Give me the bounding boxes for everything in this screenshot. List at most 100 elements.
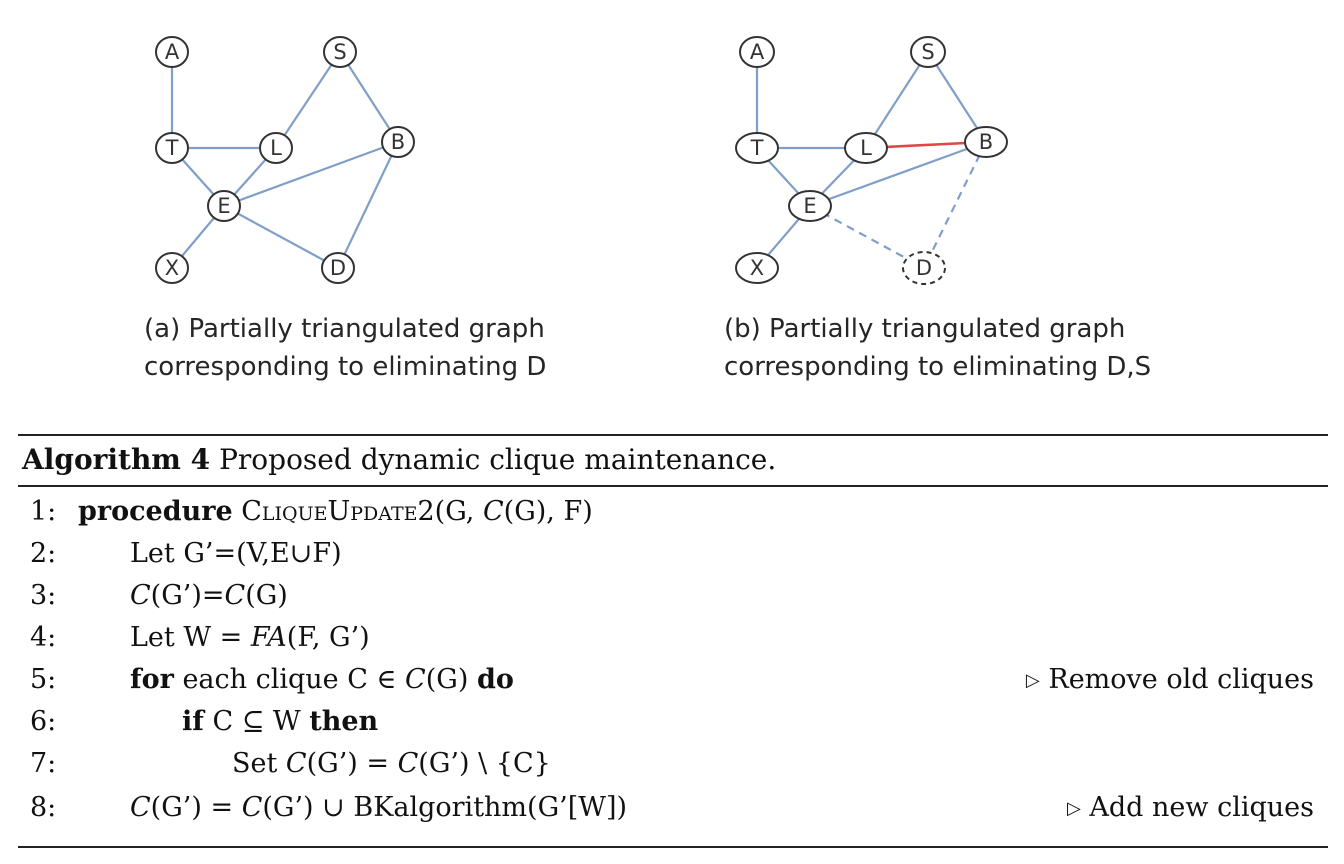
comment-text: Add new cliques — [1089, 792, 1314, 823]
caption-a-line1: (a) Partially triangulated graph — [144, 314, 545, 344]
algorithm-title-text: Proposed dynamic clique maintenance. — [219, 443, 777, 476]
node-b-s-label: S — [921, 40, 934, 64]
procedure-args: (G, — [434, 496, 483, 527]
clique-set-symbol: C — [241, 792, 263, 823]
clique-set-symbol: C — [285, 748, 307, 779]
node-b-d-label: D — [916, 256, 932, 280]
procedure-args-end: (G), F) — [503, 496, 593, 527]
node-a-label: A — [165, 40, 180, 64]
keyword-if: if — [182, 706, 204, 737]
clique-set-symbol: C — [482, 496, 504, 527]
graph-b-nodes: A S T L B E X — [735, 36, 1008, 285]
node-l: L — [259, 132, 293, 164]
edge-s-b — [339, 51, 399, 143]
node-b-l-label: L — [860, 136, 872, 160]
line-number: 4: — [30, 622, 57, 653]
clique-set-symbol: C — [130, 580, 151, 611]
algorithm-line-4: 4: Let W = FA(F, G’) — [18, 618, 1328, 658]
node-b-t-label: T — [750, 136, 764, 160]
clique-set-symbol: C — [130, 792, 151, 823]
keyword-for: for — [130, 664, 174, 695]
node-d-label: D — [330, 256, 346, 280]
algorithm-bottom-rule — [18, 846, 1328, 848]
keyword-procedure: procedure — [78, 496, 233, 527]
line-number: 3: — [30, 580, 57, 611]
algorithm-label: Algorithm 4 — [22, 443, 211, 476]
line-number: 8: — [30, 792, 57, 823]
node-b-b: B — [964, 126, 1008, 158]
procedure-name: CliqueUpdate2 — [241, 496, 435, 527]
expr-text: C ⊆ W — [203, 706, 310, 737]
line-number: 2: — [30, 538, 57, 569]
graph-a: A S T L B E X — [155, 36, 415, 284]
expr-text: (G’) \ {C} — [418, 748, 551, 779]
algorithm-line-5: 5: for each clique C ∈ C(G) do ▷ Remove … — [18, 660, 1328, 700]
line-number: 1: — [30, 496, 57, 527]
algorithm-line-3: 3: C(G’)=C(G) — [18, 576, 1328, 616]
comment-add-new-cliques: ▷ Add new cliques — [1067, 788, 1314, 829]
expr-text: (G’) = — [150, 792, 242, 823]
caption-b-line2: corresponding to eliminating D,S — [724, 352, 1152, 382]
keyword-then: then — [309, 706, 379, 737]
comment-remove-old-cliques: ▷ Remove old cliques — [1026, 660, 1314, 701]
node-a: A — [155, 36, 189, 68]
node-b-e: E — [788, 190, 832, 222]
caption-a-line2: corresponding to eliminating D — [144, 352, 547, 382]
caption-a: (a) Partially triangulated graph corresp… — [144, 310, 546, 386]
edge-b-d — [337, 141, 399, 269]
node-b-a: A — [739, 36, 775, 68]
node-b-s: S — [910, 36, 946, 68]
node-l-label: L — [270, 136, 282, 160]
expr-text: (G’)= — [150, 580, 225, 611]
caption-b-line1: (b) Partially triangulated graph — [724, 314, 1126, 344]
node-b-a-label: A — [750, 40, 765, 64]
node-b-x-label: X — [750, 256, 764, 280]
line-code: C(G’) = C(G’) ∪ BKalgorithm(G’[W]) — [130, 788, 627, 828]
algorithm-line-1: 1: procedure CliqueUpdate2(G, C(G), F) — [18, 492, 1328, 532]
comment-marker-icon: ▷ — [1025, 670, 1040, 691]
algorithm-line-8: 8: C(G’) = C(G’) ∪ BKalgorithm(G’[W]) ▷ … — [18, 788, 1328, 828]
edge-b-e-d-dashed — [809, 205, 925, 269]
node-b-e-label: E — [803, 194, 816, 218]
node-b-l: L — [844, 132, 888, 164]
algorithm-line-2: 2: Let G’=(V,E∪F) — [18, 534, 1328, 574]
edge-b-l-s — [865, 51, 929, 149]
expr-text: (G) — [425, 664, 477, 695]
algorithm-title: Algorithm 4 Proposed dynamic clique main… — [22, 440, 776, 480]
expr-text: (G’) = — [306, 748, 398, 779]
node-t-label: T — [165, 136, 179, 160]
line-number: 6: — [30, 706, 57, 737]
algorithm-line-6: 6: if C ⊆ W then — [18, 702, 1328, 742]
node-b: B — [381, 126, 415, 158]
expr-text: each clique C ∈ — [173, 664, 406, 695]
keyword-do: do — [476, 664, 514, 695]
line-code: Let G’=(V,E∪F) — [130, 538, 342, 569]
edge-e-b — [223, 140, 399, 208]
node-b-label: B — [391, 130, 405, 154]
edge-b-e-b — [809, 140, 987, 208]
node-x: X — [155, 252, 189, 284]
node-d: D — [321, 252, 355, 284]
expr-text: (F, G’) — [286, 622, 370, 653]
line-code: procedure CliqueUpdate2(G, C(G), F) — [78, 492, 593, 532]
node-s-label: S — [333, 40, 346, 64]
clique-set-symbol: C — [405, 664, 426, 695]
edge-l-s — [275, 51, 341, 149]
caption-b: (b) Partially triangulated graph corresp… — [724, 310, 1151, 386]
edge-e-d — [223, 205, 339, 269]
expr-text: Set — [232, 748, 286, 779]
comment-marker-icon: ▷ — [1066, 798, 1081, 819]
line-code: C(G’)=C(G) — [130, 576, 288, 616]
line-number: 5: — [30, 664, 57, 695]
line-number: 7: — [30, 748, 57, 779]
node-s: S — [323, 36, 357, 68]
algorithm-line-7: 7: Set C(G’) = C(G’) \ {C} — [18, 744, 1328, 784]
expr-text: Let W = — [130, 622, 251, 653]
figure: A S T L B E X — [0, 0, 1344, 420]
comment-text: Remove old cliques — [1048, 664, 1314, 695]
clique-set-symbol: C — [224, 580, 246, 611]
line-code: if C ⊆ W then — [182, 702, 378, 742]
node-b-b-label: B — [979, 130, 993, 154]
node-x-label: X — [165, 256, 179, 280]
expr-text: (G’) ∪ BKalgorithm(G’[W]) — [262, 792, 628, 823]
